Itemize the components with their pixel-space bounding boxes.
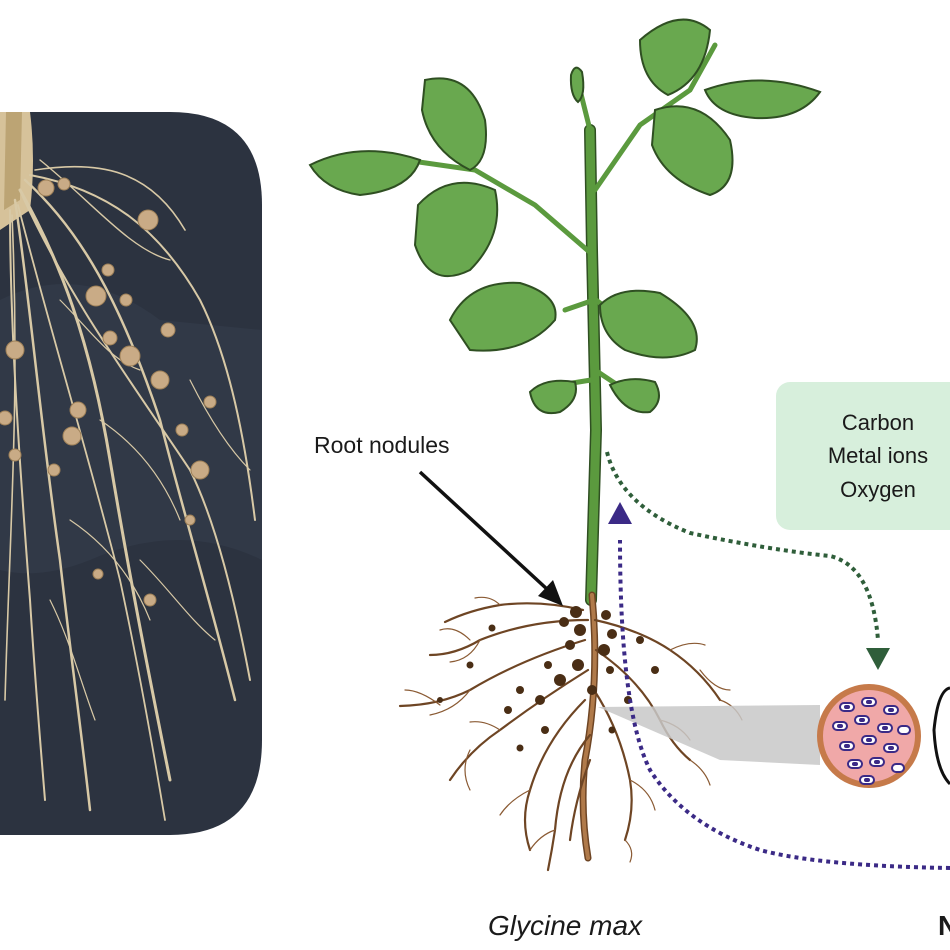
leaf [638,18,712,97]
black-arrow-icon [418,470,563,606]
leaf [413,181,499,278]
leaf [528,379,577,414]
leaf [420,77,487,172]
leaf [703,79,822,120]
leaf-bud [569,66,585,104]
root-nodules-label: Root nodules [314,432,450,458]
purple-dotted-arrow-icon [608,502,950,870]
main-stem [585,125,601,605]
green-dotted-arrow-icon [605,451,890,670]
leaf [608,378,660,414]
exchange-item-oxygen: Oxygen [840,477,916,502]
root-photo [0,112,262,835]
leaf [650,105,734,197]
leaf [448,281,557,352]
nodules [437,606,659,752]
partial-circle [932,686,950,786]
exchange-item-metal-ions: Metal ions [828,443,928,468]
nodule-cross-section [817,684,921,788]
partial-caption: N [938,910,950,941]
species-caption: Glycine max [488,910,643,941]
leaf [598,289,698,359]
exchange-box: Carbon Metal ions Oxygen [776,382,950,530]
plant-illustration [308,18,822,872]
exchange-item-carbon: Carbon [842,410,914,435]
zoom-wedge [598,705,820,765]
leaf [308,150,422,197]
